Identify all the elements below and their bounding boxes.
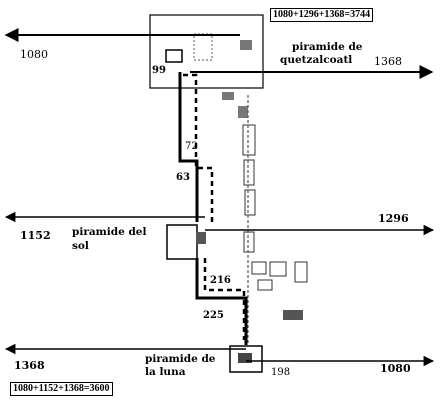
pyramid-sun-platform — [196, 232, 206, 244]
segment-99: 99 — [152, 65, 166, 76]
pyramid-sun — [166, 224, 198, 260]
label-1368-bottom: 1368 — [14, 359, 45, 372]
avenue-platform-2 — [238, 106, 248, 118]
total-bottom: 1080+1152+1368=3600 — [10, 382, 113, 396]
segment-198: 198 — [271, 367, 290, 378]
ciudadela-inner-structure — [193, 33, 213, 61]
ciudadela-outline — [149, 14, 264, 89]
label-sol-1: piramide del — [72, 226, 146, 238]
label-quetzalcoatl-2: quetzalcoatl — [280, 54, 352, 66]
avenue-platform-1 — [222, 92, 234, 100]
label-1080-top: 1080 — [20, 48, 48, 61]
label-1296: 1296 — [378, 212, 409, 225]
label-sol-2: sol — [72, 240, 89, 252]
label-luna-2: la luna — [145, 366, 186, 378]
avenue-structures — [242, 124, 308, 291]
label-1152: 1152 — [20, 229, 51, 242]
label-quetzalcoatl-1: piramide de — [292, 41, 363, 53]
label-1080-bottom: 1080 — [380, 362, 411, 375]
total-top: 1080+1296+1368=3744 — [270, 8, 374, 22]
label-luna-1: piramide de — [145, 353, 216, 365]
route-solid-upper — [178, 72, 199, 222]
avenue-block — [283, 310, 303, 320]
segment-225: 225 — [203, 310, 224, 321]
ciudadela-platform — [240, 40, 252, 50]
segment-72: 72 — [185, 141, 198, 152]
pyramid-moon — [229, 345, 263, 373]
segment-63: 63 — [176, 172, 190, 183]
route-solid-lower — [195, 258, 248, 345]
label-1368-top: 1368 — [374, 55, 402, 68]
quetzalcoatl-temple — [165, 49, 183, 63]
pyramid-moon-core — [238, 353, 252, 363]
segment-216: 216 — [210, 275, 231, 286]
